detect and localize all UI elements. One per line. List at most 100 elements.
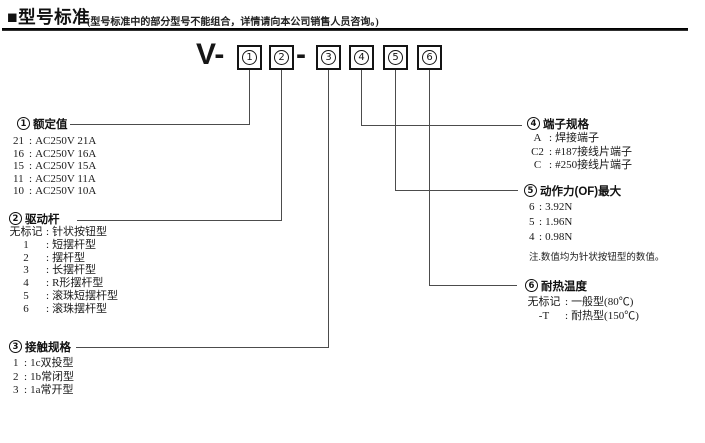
header-rule: [2, 28, 688, 31]
section-heat-resistance: 6 耐热温度 无标记:一般型(80℃)-T:耐热型(150℃): [525, 279, 639, 323]
section-title-text: 接触规格: [25, 341, 71, 354]
spec-item-colon: :: [539, 216, 543, 229]
spec-item-code: 15: [13, 160, 24, 173]
circled-digit-5: 5: [388, 50, 403, 65]
spec-item: 3:1a常开型: [13, 384, 74, 398]
section-heat-resistance-title: 6 耐热温度: [525, 279, 639, 293]
spec-item: 3:长摆杆型: [9, 264, 118, 277]
spec-item-label: 滚珠短摆杆型: [52, 289, 119, 302]
section-terminal-type-title: 4 端子规格: [527, 117, 632, 131]
spec-item-code: 无标记: [527, 296, 561, 308]
spec-item: 无标记:针状按钮型: [9, 226, 118, 239]
spec-item-colon: :: [29, 135, 33, 147]
circled-digit-5: 5: [524, 184, 537, 197]
spec-item-label: #250接线片端子: [555, 159, 633, 172]
connector-5-hline: [395, 190, 518, 191]
model-box-5: 5: [383, 45, 408, 70]
spec-item-code: -T: [538, 309, 550, 322]
spec-item-colon: :: [539, 201, 543, 213]
spec-item-code: 2: [13, 370, 19, 383]
spec-item: 10:AC250V 10A: [13, 185, 96, 198]
spec-item: C:#250接线片端子: [529, 159, 632, 173]
spec-item: 11:AC250V 11A: [13, 173, 96, 186]
spec-item-label: 焊接端子: [555, 132, 600, 144]
spec-item: 无标记:一般型(80℃): [526, 296, 639, 310]
spec-item-colon: :: [549, 132, 553, 144]
spec-item-colon: :: [29, 160, 33, 173]
spec-item-colon: :: [46, 251, 50, 264]
spec-item-colon: :: [24, 357, 28, 369]
connector-1-vline: [249, 70, 250, 124]
spec-item-colon: :: [539, 231, 543, 244]
connector-1-hline: [70, 124, 250, 125]
section-contact-form-title: 3 接触规格: [9, 340, 74, 354]
spec-item-label: 耐热型(150℃): [571, 309, 639, 322]
circled-digit-4: 4: [354, 50, 369, 65]
spec-item-colon: :: [29, 172, 33, 185]
spec-item-code: 3: [13, 384, 19, 396]
spec-item-label: #187接线片端子: [555, 145, 633, 158]
spec-item-label: 3.92N: [545, 201, 573, 213]
connector-4-hline: [361, 125, 522, 126]
spec-item-colon: :: [46, 289, 50, 302]
spec-item-code: 5: [529, 216, 535, 229]
spec-item-label: 针状按钮型: [52, 226, 108, 238]
spec-item-code: 10: [13, 185, 24, 198]
section-title-text: 耐热温度: [541, 280, 587, 293]
spec-item-code: 3: [23, 264, 29, 277]
spec-item-label: AC250V 10A: [35, 185, 97, 198]
spec-item-code: 1: [23, 238, 29, 251]
spec-item-code: 2: [23, 251, 29, 264]
model-box-4: 4: [349, 45, 374, 70]
model-box-6: 6: [417, 45, 442, 70]
spec-item: -T:耐热型(150℃): [526, 310, 639, 324]
spec-item-colon: :: [46, 238, 50, 251]
spec-item-colon: :: [24, 384, 28, 396]
section-actuator-title: 2 驱动杆: [9, 212, 118, 226]
spec-item-label: 摆杆型: [52, 251, 86, 264]
section-title-text: 额定值: [33, 118, 68, 131]
spec-item: 6:3.92N: [529, 200, 664, 215]
spec-item-colon: :: [24, 370, 28, 383]
spec-item-label: 0.98N: [545, 231, 573, 244]
spec-item: 6:滚珠摆杆型: [9, 303, 118, 316]
connector-2-vline: [281, 70, 282, 220]
section-heat-resistance-items: 无标记:一般型(80℃)-T:耐热型(150℃): [525, 296, 639, 323]
connector-2-hline: [77, 220, 282, 221]
spec-item-colon: :: [46, 302, 50, 315]
page-title: ■型号标准: [7, 7, 91, 27]
model-box-3: 3: [316, 45, 341, 70]
connector-6-vline: [429, 70, 430, 285]
spec-item-label: 1c双投型: [30, 357, 74, 369]
circled-digit-2: 2: [274, 50, 289, 65]
spec-item-colon: :: [46, 226, 50, 238]
spec-item: C2:#187接线片端子: [529, 146, 632, 160]
circled-digit-4: 4: [527, 117, 540, 130]
spec-item-colon: :: [46, 277, 50, 290]
spec-item-label: 1.96N: [545, 216, 573, 229]
spec-item-label: 滚珠摆杆型: [52, 302, 108, 315]
spec-item: 1:短摆杆型: [9, 239, 118, 252]
spec-item: 2:1b常闭型: [13, 371, 74, 385]
spec-item-code: 6: [23, 302, 29, 315]
spec-item: 15:AC250V 15A: [13, 160, 96, 173]
spec-item-label: AC250V 11A: [35, 172, 96, 185]
model-separator: -: [296, 38, 306, 71]
section-rated-value-title: 1 额定值: [17, 117, 96, 131]
spec-item-colon: :: [565, 309, 569, 322]
spec-item-colon: :: [565, 296, 569, 308]
spec-item-label: 短摆杆型: [52, 238, 97, 251]
connector-6-hline: [429, 285, 517, 286]
spec-item-code: A: [533, 132, 542, 144]
spec-item-label: R形摆杆型: [52, 277, 104, 290]
circled-digit-2: 2: [9, 212, 22, 225]
circled-digit-1: 1: [17, 117, 30, 130]
section-operating-force-title: 5 动作力(OF)最大: [524, 184, 664, 198]
